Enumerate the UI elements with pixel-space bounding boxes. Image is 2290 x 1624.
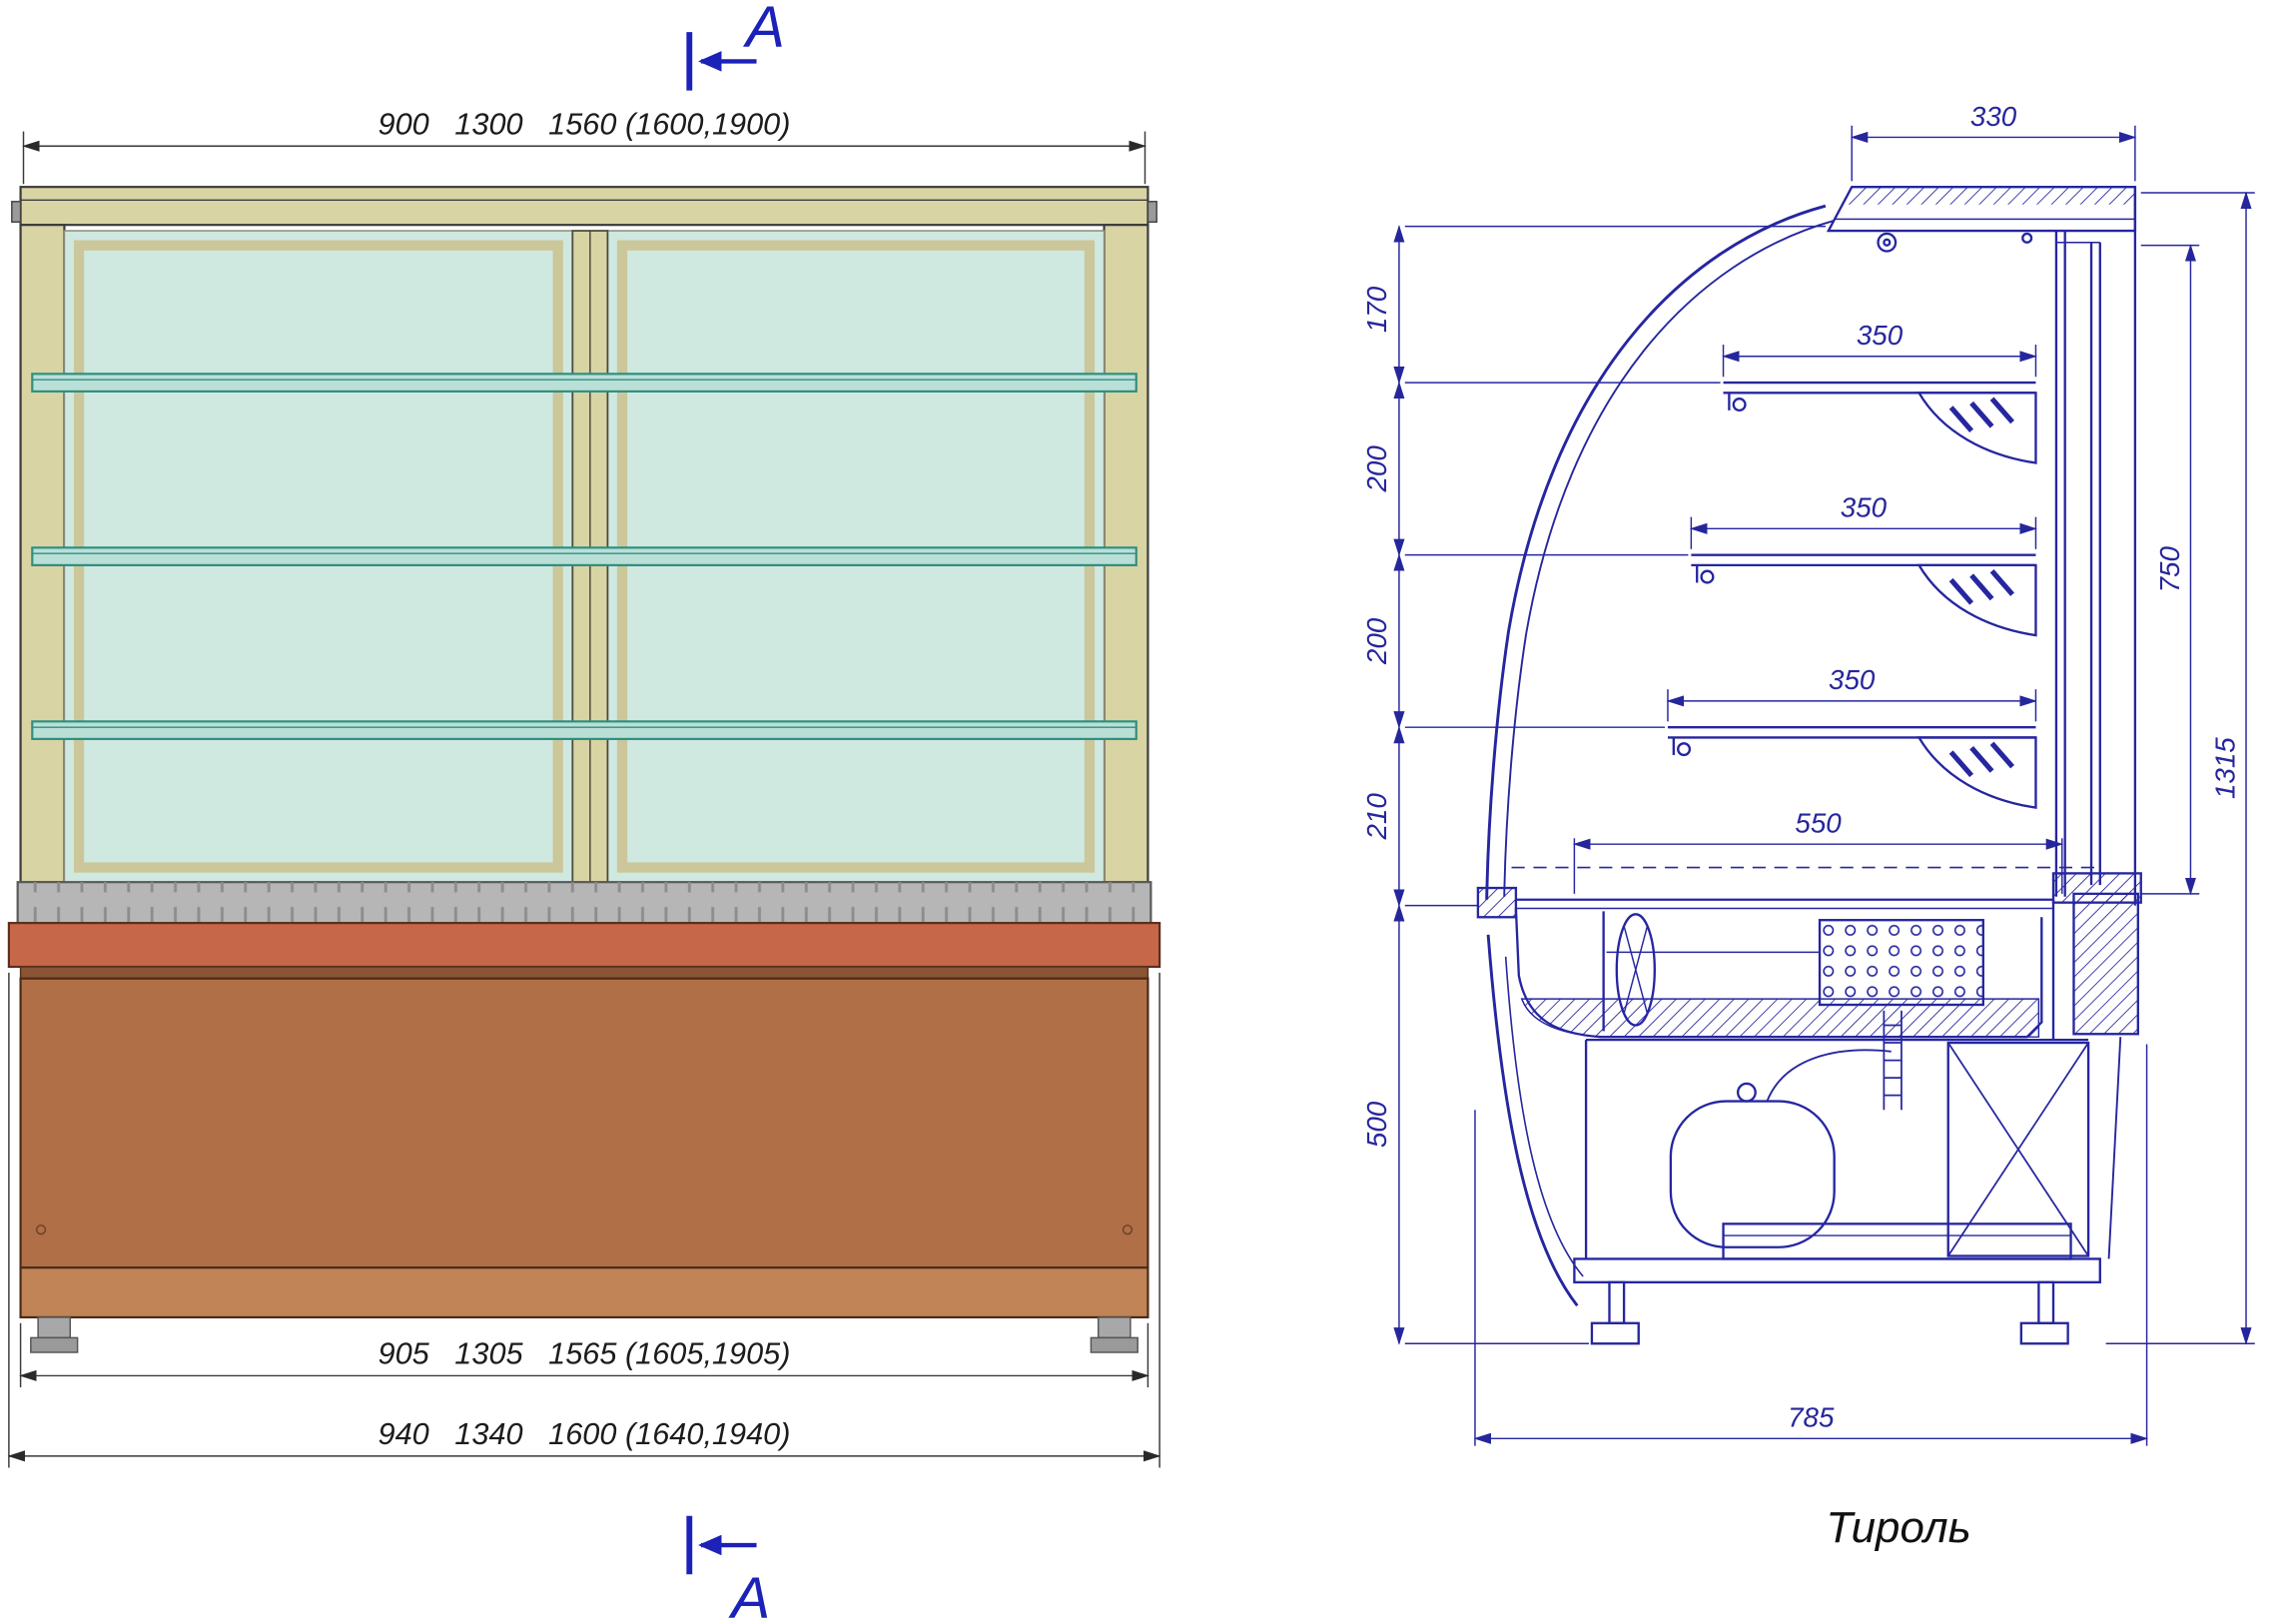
dim-350-2 bbox=[1689, 516, 2037, 549]
canopy bbox=[1826, 185, 2137, 253]
dim-750 bbox=[2140, 244, 2200, 896]
front-glass-curve bbox=[1485, 204, 1827, 900]
machine-compartment bbox=[1486, 934, 2122, 1345]
seg-170-label: 170 bbox=[1361, 286, 1392, 333]
condenser-box bbox=[1946, 1041, 2090, 1257]
drawing-title: Тироль bbox=[1826, 1503, 1970, 1552]
front-body-width-label: 905 1305 1565 (1605,1905) bbox=[379, 1336, 791, 1371]
side-shelf-3 bbox=[1667, 726, 2035, 807]
evaporator-grid bbox=[1818, 919, 1984, 1007]
drip-tray bbox=[1722, 1222, 2072, 1260]
dim-1315 bbox=[2105, 191, 2255, 1345]
counter-band-orange bbox=[7, 922, 1161, 969]
section-label-top: A bbox=[743, 0, 785, 60]
base-rail bbox=[1573, 1257, 2101, 1284]
drain-hose bbox=[1883, 1010, 1903, 1111]
fan-icon bbox=[1615, 913, 1656, 1027]
front-shelves bbox=[31, 373, 1138, 740]
screw-left-icon bbox=[35, 1224, 47, 1235]
dim-chain-left bbox=[1393, 225, 1826, 1345]
front-overall-width-label: 940 1340 1600 (1640,1940) bbox=[379, 1416, 791, 1451]
front-view: 900 1300 1560 (1600,1900) bbox=[7, 107, 1161, 1468]
front-top-width-label: 900 1300 1560 (1600,1900) bbox=[379, 107, 791, 142]
seg-200b-label: 200 bbox=[1361, 617, 1392, 665]
front-dim-overall bbox=[7, 972, 1161, 1468]
seg-200a-label: 200 bbox=[1361, 445, 1392, 493]
section-mark-bottom: A bbox=[686, 1515, 770, 1624]
section-label-bottom: A bbox=[728, 1566, 770, 1624]
shelf-1 bbox=[31, 373, 1138, 393]
section-arrow-top-icon bbox=[698, 51, 722, 72]
rear-wall bbox=[2051, 187, 2142, 906]
canopy-depth-label: 330 bbox=[1970, 101, 2017, 132]
dim-550 bbox=[1572, 838, 2064, 894]
shelf2-width-label: 350 bbox=[1841, 492, 1888, 523]
shelf1-width-label: 350 bbox=[1857, 320, 1904, 351]
top-cap-right bbox=[1146, 201, 1157, 223]
seg-210-label: 210 bbox=[1361, 793, 1392, 841]
section-mark-top: A bbox=[686, 0, 785, 91]
side-feet bbox=[1590, 1280, 2069, 1345]
vent-strip bbox=[19, 966, 1149, 980]
side-shelf-2 bbox=[1691, 553, 2035, 635]
overall-depth-label: 785 bbox=[1788, 1402, 1835, 1433]
side-view: 330 bbox=[1361, 101, 2255, 1446]
front-dim-top bbox=[22, 131, 1146, 185]
seg-500-label: 500 bbox=[1361, 1101, 1392, 1148]
top-frame bbox=[19, 186, 1149, 227]
counter-basin bbox=[1476, 886, 2139, 1111]
top-cap-left bbox=[11, 201, 22, 223]
lamp-icon bbox=[1877, 232, 1898, 253]
glass-height-label: 750 bbox=[2154, 546, 2185, 593]
counter-depth-label: 550 bbox=[1795, 807, 1842, 838]
base-panel bbox=[19, 977, 1149, 1269]
section-arrow-bottom-icon bbox=[698, 1534, 722, 1556]
shelf-2 bbox=[31, 546, 1138, 566]
dim-350-3 bbox=[1666, 689, 2037, 722]
side-shelf-1 bbox=[1723, 381, 2036, 462]
screw-right-icon bbox=[1122, 1224, 1134, 1235]
shelf3-width-label: 350 bbox=[1829, 664, 1876, 695]
base-skirt bbox=[19, 1266, 1149, 1319]
dim-350-1 bbox=[1722, 345, 2037, 378]
dim-785 bbox=[1473, 1044, 2149, 1446]
shelf-3 bbox=[31, 720, 1138, 740]
front-dim-body bbox=[19, 1322, 1149, 1388]
compressor bbox=[1669, 1100, 1836, 1248]
front-feet bbox=[30, 1316, 1139, 1353]
overall-height-label: 1315 bbox=[2209, 737, 2240, 799]
dim-330 bbox=[1850, 125, 2137, 182]
